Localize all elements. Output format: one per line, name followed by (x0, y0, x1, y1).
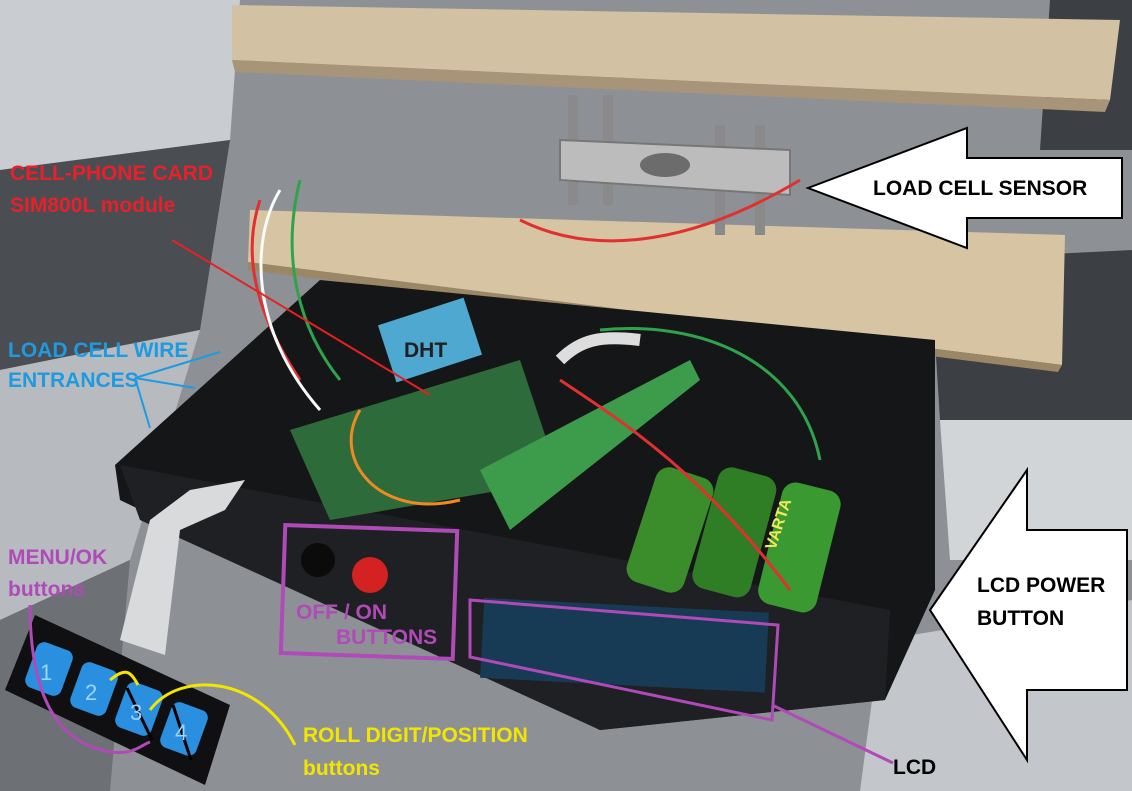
lcd-pointer-line (771, 703, 894, 765)
top-wood-plate (232, 5, 1120, 112)
lcd-panel (480, 597, 769, 693)
lcd-label: LCD (893, 756, 937, 779)
lcd-power-label-line2: BUTTON (977, 607, 1065, 630)
wire-entrance-pointers (134, 351, 221, 429)
ribbon-cable (120, 480, 245, 655)
key-mark-1 (125, 687, 154, 741)
menu-ok-label-line2: buttons (8, 578, 85, 601)
load-cell-sensor-label: LOAD CELL SENSOR (873, 177, 1088, 200)
sim-label-line1: CELL-PHONE CARD (10, 162, 213, 185)
batteries (626, 467, 841, 613)
wire-entrance-label-line2: ENTRANCES (8, 369, 139, 392)
roll-label-line1: ROLL DIGIT/POSITION (303, 724, 528, 747)
lcd-power-label-line1: LCD POWER (977, 574, 1106, 597)
load-cell-arrow (805, 126, 1123, 250)
key-digit: 3 (130, 700, 142, 725)
key-digit: 1 (40, 660, 52, 685)
offon-label-line2: BUTTONS (336, 626, 438, 649)
offon-label-line1: OFF / ON (296, 601, 387, 624)
key-mark-2 (171, 704, 193, 761)
key-digit: 2 (85, 680, 97, 705)
wire-entrance-label-line1: LOAD CELL WIRE (8, 339, 189, 362)
circuit-boards (290, 297, 700, 530)
offon-outline (278, 522, 460, 662)
lcd-power-arrow (928, 466, 1128, 764)
lcd-outline (468, 598, 780, 722)
roll-label-line2: buttons (303, 757, 380, 780)
sim-label-line2: SIM800L module (10, 194, 176, 217)
keypad (5, 615, 230, 785)
dht-label: DHT (404, 339, 448, 362)
menu-bracket-line (28, 604, 151, 754)
roll-bracket-line (109, 670, 140, 686)
sim-pointer-line (171, 239, 431, 396)
power-buttons (301, 543, 388, 593)
menu-ok-label-line1: MENU/OK (8, 546, 108, 569)
load-cell-bar (559, 95, 791, 235)
roll-pointer-line (148, 683, 297, 746)
key-digit: 4 (175, 720, 187, 745)
wires (250, 178, 822, 591)
